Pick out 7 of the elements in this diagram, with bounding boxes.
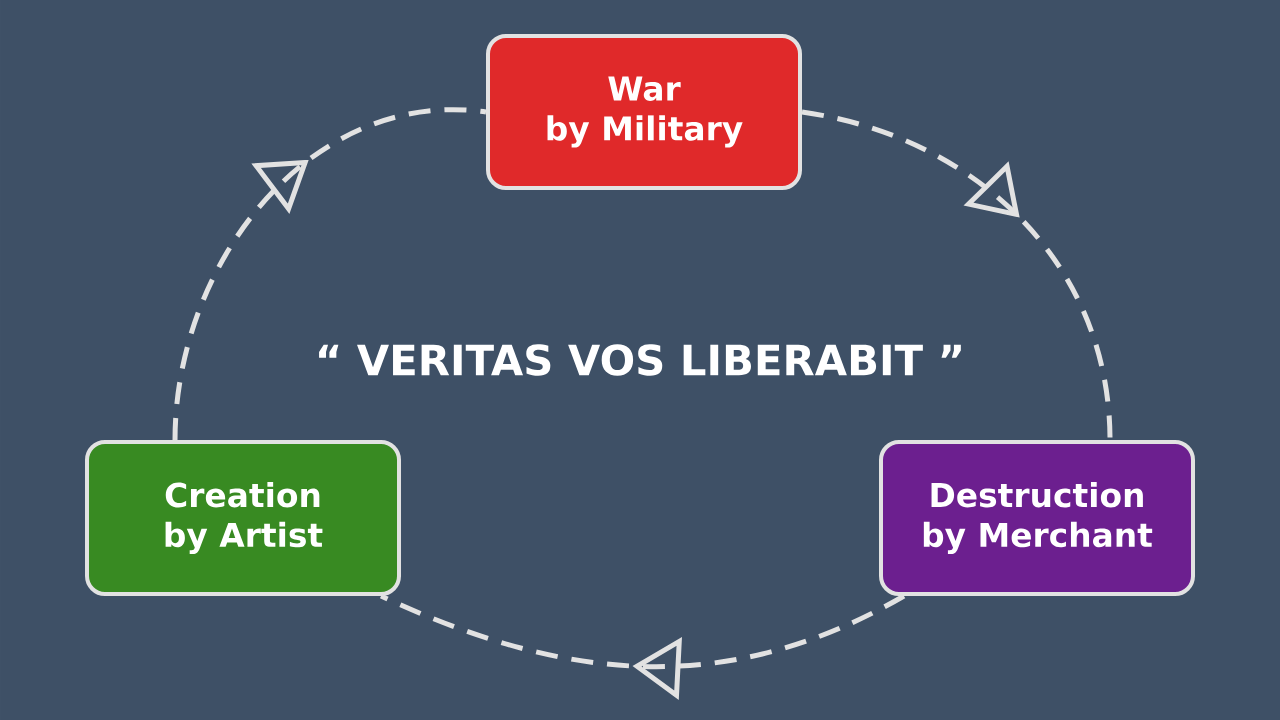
process-box: Creation by Artist <box>85 440 401 596</box>
arrow <box>380 593 906 701</box>
process-box: War by Military <box>486 34 802 190</box>
arrow <box>801 109 1113 441</box>
process-box: Destruction by Merchant <box>879 440 1195 596</box>
motto-text: “ VERITAS VOS LIBERABIT ” <box>319 344 961 376</box>
arrow <box>172 107 487 441</box>
